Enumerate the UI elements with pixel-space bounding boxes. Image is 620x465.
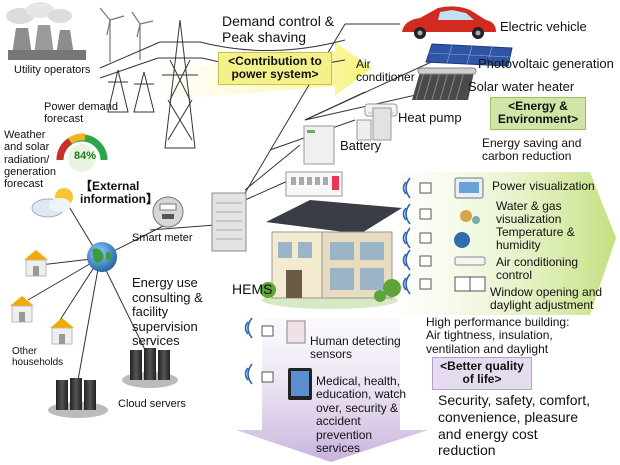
energy-environment-arrow [400,172,616,315]
external-information-label: 【External information】 [80,179,158,207]
air-conditioning-control-label: Air conditioning control [496,255,579,283]
wind-turbine-icon [99,7,154,62]
sensor-boxes [261,182,432,383]
distribution-board-icon [285,171,343,197]
temperature-humidity-label: Temperature & humidity [496,225,575,253]
energy-use-consulting-label: Energy use consulting & facility supervi… [132,275,203,349]
better-quality-badge: <Better quality of life> [432,357,532,390]
energy-environment-badge: <Energy & Environment> [490,97,586,130]
power-plant-icon [6,2,86,60]
hems-unit-icon [211,192,247,252]
weather-icon [31,188,73,218]
human-detecting-sensors-label: Human detecting sensors [310,334,401,362]
contribution-badge: <Contribution to power system> [218,52,332,85]
air-conditioner-label: Air conditioner [356,57,415,85]
hems-label: HEMS [232,281,273,297]
high-performance-building-label: High performance building: Air tightness… [426,315,570,356]
other-households-label: Other households [12,346,64,369]
solar-panel-icon [425,43,513,67]
tablet-icon [288,368,312,400]
wireless-signal-icon [244,177,411,385]
smart-meter-icon [152,196,184,228]
heat-pump-label: Heat pump [398,110,462,125]
photovoltaic-generation-label: Photovoltaic generation [478,56,614,71]
demand-control-label: Demand control & Peak shaving [222,13,335,45]
energy-saving-label: Energy saving and carbon reduction [482,136,582,164]
server-icon [48,348,178,418]
solar-water-heater-icon [412,67,477,101]
smart-meter-label: Smart meter [132,232,193,244]
utility-operators-label: Utility operators [14,64,91,76]
car-icon [402,6,496,39]
gauge-value: 84% [74,150,97,162]
battery-label: Battery [340,138,382,153]
quality-benefits-label: Security, safety, comfort, convenience, … [438,392,590,459]
battery-icon [303,125,335,165]
solar-water-heater-label: Solar water heater [468,79,575,94]
power-visualization-label: Power visualization [492,179,595,193]
device-icons [286,177,486,344]
house-icon [10,250,74,345]
quality-of-life-arrow [236,318,428,462]
water-gas-visualization-label: Water & gas visualization [496,199,562,227]
electric-vehicle-label: Electric vehicle [500,19,587,34]
globe-icon [87,242,117,272]
gauge-icon [56,133,108,172]
window-opening-label: Window opening and daylight adjustment [490,285,603,313]
weather-forecast-label: Weather and solar radiation/ generation … [4,129,56,191]
heat-pump-icon [356,107,392,141]
medical-services-label: Medical, health, education, watch over, … [316,374,407,456]
power-demand-forecast-label: Power demand forecast [44,101,118,126]
cloud-servers-label: Cloud servers [118,398,186,410]
house-icon [260,200,402,309]
transmission-tower-icon [99,19,346,149]
